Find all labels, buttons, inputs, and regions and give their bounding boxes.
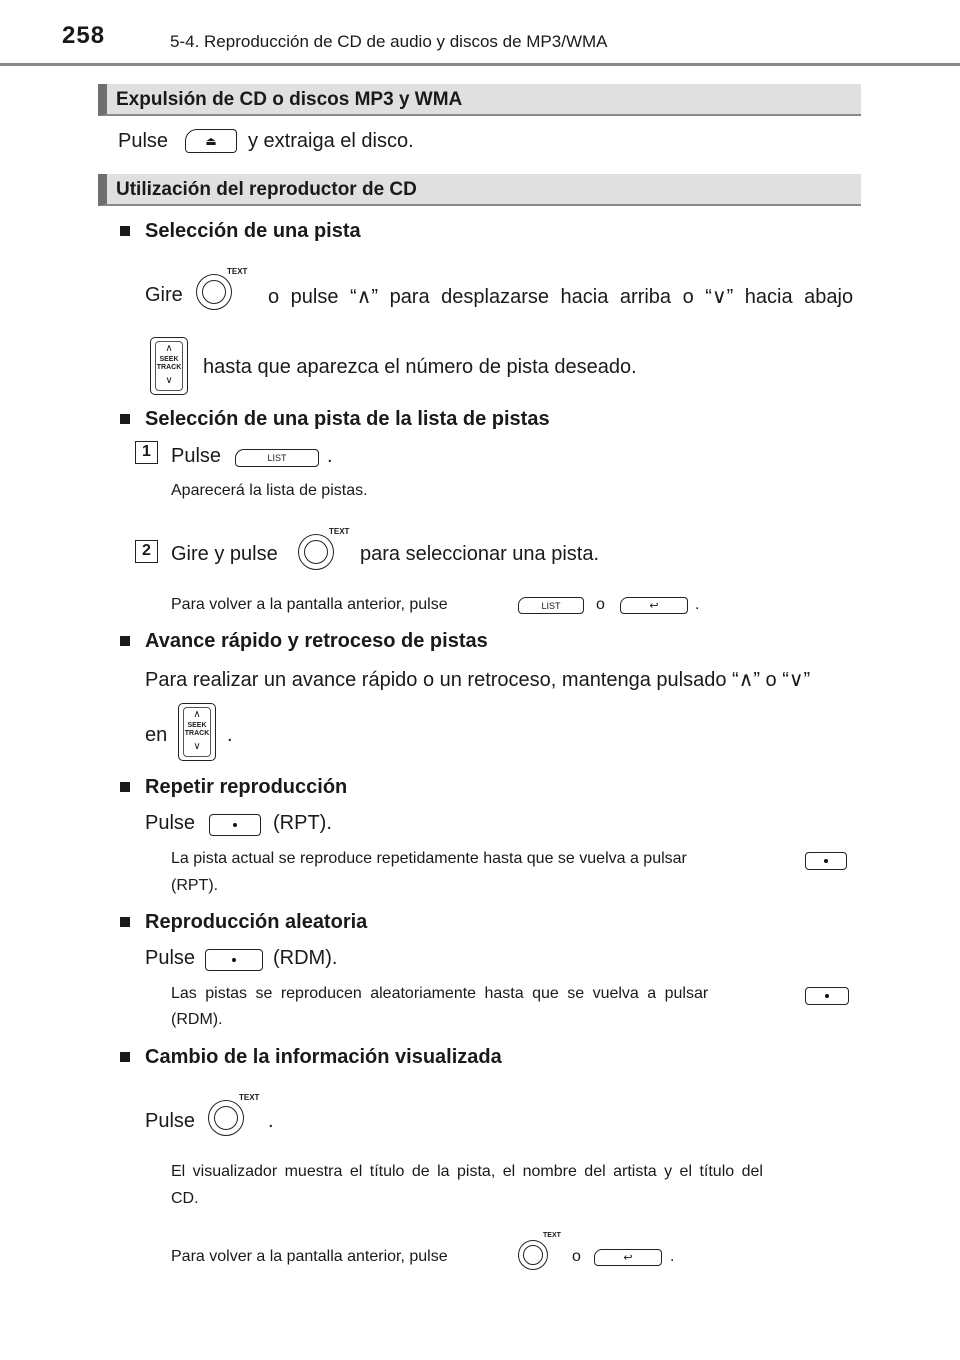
section-eject-title: Expulsión de CD o discos MP3 y WMA bbox=[116, 89, 463, 110]
header-rule bbox=[0, 63, 960, 66]
section-use-header: Utilización del reproductor de CD bbox=[98, 174, 861, 206]
tune-knob-icon[interactable]: TEXT bbox=[196, 267, 252, 314]
random-line-b: (RDM). bbox=[273, 947, 338, 969]
back-button[interactable]: ↩ bbox=[620, 597, 688, 614]
bullet-square bbox=[120, 782, 130, 792]
section-eject-header: Expulsión de CD o discos MP3 y WMA bbox=[98, 84, 861, 116]
page-number: 258 bbox=[62, 22, 106, 49]
bullet-square bbox=[120, 414, 130, 424]
track-select-line1-b: o pulse “∧” para desplazarse hacia arrib… bbox=[268, 286, 854, 308]
list-icon: LIST bbox=[541, 600, 561, 611]
step-number-1: 1 bbox=[135, 441, 158, 464]
section-use-title: Utilización del reproductor de CD bbox=[116, 179, 417, 200]
display-note2-c: . bbox=[670, 1248, 675, 1265]
step2-text-a: Gire y pulse bbox=[171, 543, 278, 565]
step1-text-b: . bbox=[327, 445, 333, 467]
list-button[interactable]: LIST bbox=[518, 597, 584, 614]
step1-note: Aparecerá la lista de pistas. bbox=[171, 482, 368, 499]
back-icon: ↩ bbox=[623, 1251, 633, 1264]
repeat-heading: Repetir reproducción bbox=[145, 776, 348, 798]
rpt-button[interactable] bbox=[209, 814, 261, 836]
rpt-button[interactable] bbox=[805, 852, 847, 870]
preset-dot-icon bbox=[233, 823, 237, 827]
repeat-line-a: Pulse bbox=[145, 812, 196, 834]
step2-note-c: . bbox=[695, 596, 700, 613]
step2-note-b: o bbox=[596, 596, 605, 613]
tune-knob-icon[interactable]: TEXT bbox=[208, 1093, 264, 1140]
display-note1-a: El visualizador muestra el título de la … bbox=[171, 1163, 763, 1180]
random-heading: Reproducción aleatoria bbox=[145, 911, 368, 933]
preset-dot-icon bbox=[825, 994, 829, 998]
list-select-heading: Selección de una pista de la lista de pi… bbox=[145, 408, 550, 430]
display-change-line-b: . bbox=[268, 1110, 274, 1132]
rdm-button[interactable] bbox=[805, 987, 849, 1005]
eject-text-before: Pulse bbox=[118, 130, 169, 152]
random-note-a: Las pistas se reproducen aleatoriamente … bbox=[171, 985, 709, 1002]
list-button[interactable]: LIST bbox=[235, 449, 319, 467]
eject-button[interactable]: ⏏ bbox=[185, 129, 237, 153]
track-select-heading: Selección de una pista bbox=[145, 220, 361, 242]
preset-dot-icon bbox=[232, 958, 236, 962]
chapter-title: 5-4. Reproducción de CD de audio y disco… bbox=[170, 32, 608, 51]
fast-forward-heading: Avance rápido y retroceso de pistas bbox=[145, 630, 488, 652]
bullet-square bbox=[120, 917, 130, 927]
display-change-heading: Cambio de la información visualizada bbox=[145, 1046, 502, 1068]
fast-forward-line2-a: en bbox=[145, 724, 168, 746]
track-select-line2: hasta que aparezca el número de pista de… bbox=[203, 356, 637, 378]
bullet-square bbox=[120, 636, 130, 646]
step-number-2: 2 bbox=[135, 540, 158, 563]
eject-icon: ⏏ bbox=[205, 134, 217, 148]
random-note-b: (RDM). bbox=[171, 1011, 223, 1028]
fast-forward-line1: Para realizar un avance rápido o un retr… bbox=[145, 669, 811, 691]
display-change-line-a: Pulse bbox=[145, 1110, 196, 1132]
random-line-a: Pulse bbox=[145, 947, 196, 969]
preset-dot-icon bbox=[824, 859, 828, 863]
list-icon: LIST bbox=[267, 453, 287, 463]
step1-text-a: Pulse bbox=[171, 445, 222, 467]
repeat-note-a: La pista actual se reproduce repetidamen… bbox=[171, 850, 687, 867]
back-icon: ↩ bbox=[649, 599, 659, 612]
tune-knob-icon[interactable]: TEXT bbox=[518, 1232, 564, 1276]
repeat-line-b: (RPT). bbox=[273, 812, 332, 834]
fast-forward-line2-b: . bbox=[227, 724, 233, 746]
tune-knob-icon[interactable]: TEXT bbox=[298, 527, 354, 574]
display-note2-a: Para volver a la pantalla anterior, puls… bbox=[171, 1248, 448, 1265]
back-button[interactable]: ↩ bbox=[594, 1249, 662, 1266]
display-note1-b: CD. bbox=[171, 1190, 199, 1207]
track-select-line1-a: Gire bbox=[145, 284, 183, 306]
step2-note-a: Para volver a la pantalla anterior, puls… bbox=[171, 596, 448, 613]
step2-text-b: para seleccionar una pista. bbox=[360, 543, 600, 565]
bullet-square bbox=[120, 226, 130, 236]
eject-text-after: y extraiga el disco. bbox=[248, 130, 414, 152]
bullet-square bbox=[120, 1052, 130, 1062]
display-note2-b: o bbox=[572, 1248, 581, 1265]
repeat-note-b: (RPT). bbox=[171, 877, 219, 894]
rdm-button[interactable] bbox=[205, 949, 263, 971]
